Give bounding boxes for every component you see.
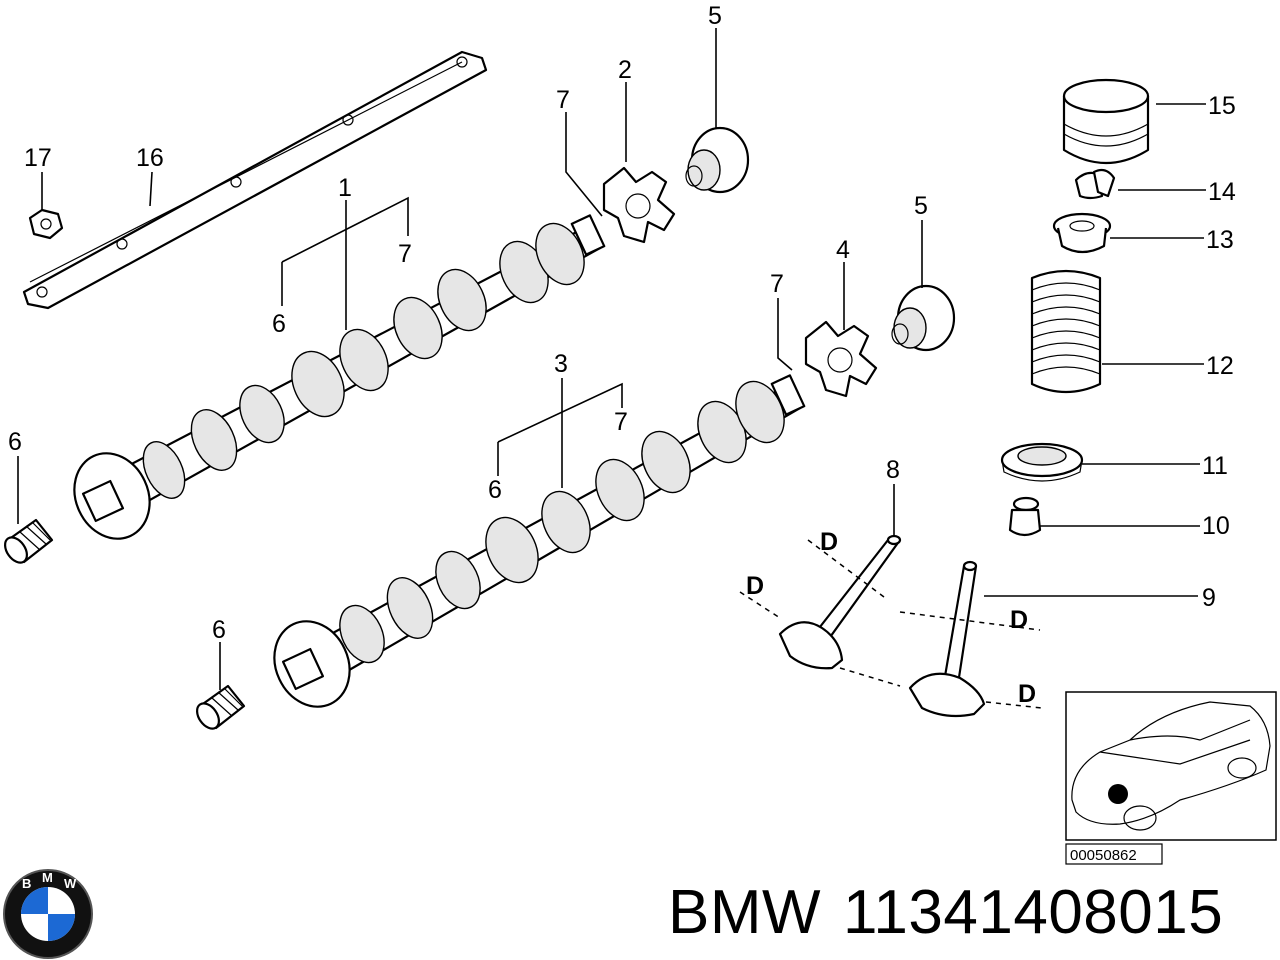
callout-7b: 7: [556, 86, 570, 114]
trigger-wheel-part-4: [804, 320, 878, 398]
lower-camshaft-part-3: [273, 374, 806, 708]
part-number: 11341408015: [843, 878, 1224, 947]
spring-retainer-part-13: [1052, 212, 1112, 254]
callout-5b: 5: [914, 192, 928, 220]
callout-1: 1: [338, 174, 352, 202]
end-cap-part-5-upper: [685, 126, 750, 194]
bmw-logo: B M W: [3, 869, 93, 959]
valve-stem-seal-part-10: [1008, 496, 1042, 537]
callout-5a: 5: [708, 2, 722, 30]
callout-labels: 17 16 1 7 6 7 2 5 5 4 7 3 7 6 6 6 8 15 1…: [8, 2, 1236, 708]
bucket-tappet-part-15: [1062, 78, 1150, 165]
trigger-wheel-part-2: [602, 166, 676, 244]
logo-letter-w: W: [64, 876, 77, 891]
plug-part-6-left: [3, 518, 54, 564]
callout-14: 14: [1208, 178, 1236, 206]
callout-7d: 7: [614, 408, 628, 436]
callout-6d: 6: [212, 616, 226, 644]
valve-part-9: [908, 560, 986, 718]
callout-7c: 7: [770, 270, 784, 298]
end-cap-part-5-lower: [891, 284, 956, 352]
nut-part-17: [28, 208, 64, 240]
vehicle-location-inset: 00050862: [1065, 691, 1277, 865]
valve-collets-part-14: [1074, 168, 1116, 200]
callout-7a: 7: [398, 240, 412, 268]
callout-12: 12: [1206, 352, 1234, 380]
callout-13: 13: [1206, 226, 1234, 254]
dimension-guides: [739, 539, 1043, 709]
upper-camshaft-part-1: [73, 214, 606, 540]
callout-6a: 6: [272, 310, 286, 338]
brand-name: BMW: [668, 878, 822, 947]
callout-d3: D: [1010, 606, 1028, 634]
callout-17: 17: [24, 144, 52, 172]
callout-3: 3: [554, 350, 568, 378]
logo-letter-m: M: [42, 870, 53, 885]
callout-16: 16: [136, 144, 164, 172]
callout-4: 4: [836, 236, 850, 264]
callout-15: 15: [1208, 92, 1236, 120]
callout-d4: D: [1018, 680, 1036, 708]
inset-code-box: [1065, 843, 1163, 865]
callout-d1: D: [820, 528, 838, 556]
logo-letter-b: B: [22, 876, 31, 891]
callout-d2: D: [746, 572, 764, 600]
inset-code: 00050862: [1070, 847, 1137, 864]
part-number-caption: BMW 11341408015: [668, 880, 1223, 946]
plug-part-6-right: [195, 684, 246, 730]
valve-part-8: [778, 534, 902, 670]
callout-2: 2: [618, 56, 632, 84]
callout-10: 10: [1202, 512, 1230, 540]
leader-lines: [17, 28, 1206, 690]
callout-9: 9: [1202, 584, 1216, 612]
valve-spring-part-12: [1030, 269, 1102, 394]
callout-6c: 6: [8, 428, 22, 456]
guide-rail-part-16: [22, 50, 488, 310]
spring-seat-part-11: [1000, 442, 1084, 482]
callout-6b: 6: [488, 476, 502, 504]
callout-11: 11: [1202, 452, 1228, 480]
callout-8: 8: [886, 456, 900, 484]
